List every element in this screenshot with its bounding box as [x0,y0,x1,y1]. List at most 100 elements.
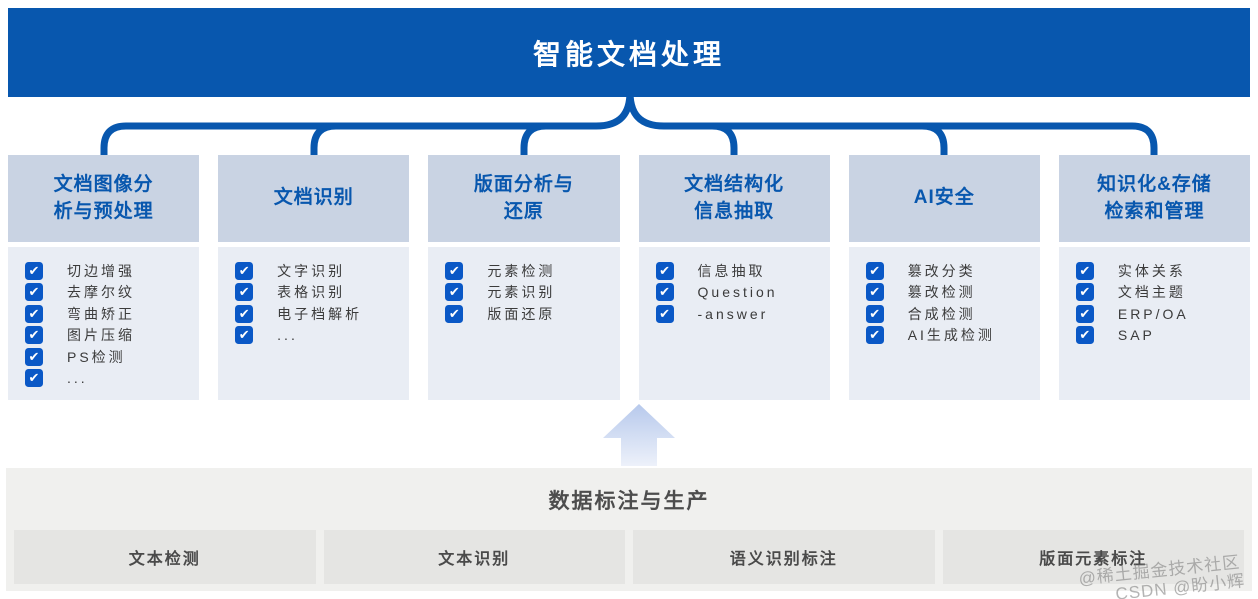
column-title: 文档识别 [218,155,410,242]
checkbox-icon: ✔ [865,326,884,345]
checkbox-icon: ✔ [1075,304,1094,323]
feature-item: ✔ -answer [655,303,824,325]
feature-item: ✔ 元素识别 [445,282,613,304]
column-title: 文档结构化 信息抽取 [638,155,830,242]
feature-label: 元素检测 [487,262,556,279]
feature-label: 元素识别 [487,284,556,301]
feature-label: 切边增强 [67,262,135,279]
feature-item: ✔ 信息抽取 [655,260,824,282]
feature-label: 表格识别 [277,284,346,301]
feature-label: Question [697,284,778,301]
feature-item: ✔ ERP/OA [1075,303,1244,325]
feature-label: PS检测 [67,348,126,365]
column-feature-list: ✔ 文字识别 ✔ 表格识别 ✔ 电子档解析 ✔ [218,247,410,400]
feature-label: ERP/OA [1117,305,1189,322]
feature-item: ✔ PS检测 [25,346,193,368]
feature-label: -answer [697,305,769,322]
checkbox-icon: ✔ [25,283,43,302]
feature-column-structured-extraction: 文档结构化 信息抽取 ✔ 信息抽取 ✔ Question ✔ - [638,155,830,400]
checkbox-icon: ✔ [235,326,254,345]
checkbox-icon: ✔ [1075,261,1094,280]
feature-label: SAP [1117,327,1155,344]
feature-column-knowledge-storage: 知识化&存储 检索和管理 ✔ 实体关系 ✔ 文档主题 ✔ ERP [1058,155,1251,400]
feature-item: ✔ SAP [1075,325,1244,347]
panel-item: 语义识别标注 [633,530,935,584]
feature-column-layout-analysis: 版面分析与 还原 ✔ 元素检测 ✔ 元素识别 ✔ 版面还原 [428,155,620,400]
checkbox-icon: ✔ [445,283,464,302]
checkbox-icon: ✔ [1075,283,1094,302]
feature-label: 弯曲矫正 [67,305,135,322]
column-title: 文档图像分 析与预处理 [8,155,200,242]
banner: 智能文档处理 [8,8,1250,97]
feature-item: ✔ 篡改检测 [865,282,1034,304]
checkbox-icon: ✔ [445,261,464,280]
feature-label: 图片压缩 [67,327,135,344]
connector-tree [100,92,1158,160]
feature-item: ✔ 弯曲矫正 [25,303,193,325]
checkbox-icon: ✔ [865,304,884,323]
checkbox-icon: ✔ [445,304,464,323]
feature-item: ✔ ... [25,368,193,390]
feature-label: 文档主题 [1117,284,1186,301]
feature-item: ✔ 合成检测 [865,303,1034,325]
checkbox-icon: ✔ [25,304,43,323]
banner-title: 智能文档处理 [532,38,725,70]
feature-label: 篡改检测 [907,284,976,301]
feature-item: ✔ 实体关系 [1075,260,1244,282]
checkbox-icon: ✔ [865,283,884,302]
feature-item: ✔ 版面还原 [445,303,613,325]
checkbox-icon: ✔ [235,304,254,323]
checkbox-icon: ✔ [25,347,43,366]
panel-item: 文本检测 [14,530,316,584]
feature-label: 文字识别 [277,262,346,279]
column-feature-list: ✔ 信息抽取 ✔ Question ✔ -answer [638,247,830,400]
feature-label: ... [277,327,298,344]
data-annotation-panel: 数据标注与生产 文本检测 文本识别 语义识别标注 版面元素标注 [6,468,1252,591]
feature-label: 实体关系 [1117,262,1186,279]
checkbox-icon: ✔ [1075,326,1094,345]
panel-title: 数据标注与生产 [548,490,710,513]
feature-item: ✔ 图片压缩 [25,325,193,347]
feature-item: ✔ 电子档解析 [235,303,403,325]
feature-label: AI生成检测 [907,327,995,344]
feature-item: ✔ 篡改分类 [865,260,1034,282]
column-feature-list: ✔ 切边增强 ✔ 去摩尔纹 ✔ 弯曲矫正 ✔ [8,247,200,400]
feature-label: 篡改分类 [907,262,976,279]
checkbox-icon: ✔ [235,283,254,302]
checkbox-icon: ✔ [655,283,674,302]
checkbox-icon: ✔ [25,326,43,345]
column-title: 知识化&存储 检索和管理 [1058,155,1251,242]
column-title: AI安全 [848,155,1040,242]
feature-column-document-recognition: 文档识别 ✔ 文字识别 ✔ 表格识别 ✔ 电子档解析 [218,155,410,400]
feature-item: ✔ 文字识别 [235,260,403,282]
column-title: 版面分析与 还原 [428,155,620,242]
feature-item: ✔ 元素检测 [445,260,613,282]
feature-label: 电子档解析 [277,305,363,322]
panel-item: 版面元素标注 [942,530,1244,584]
feature-item: ✔ Question [655,282,824,304]
column-feature-list: ✔ 篡改分类 ✔ 篡改检测 ✔ 合成检测 ✔ [848,247,1040,400]
panel-item: 文本识别 [323,530,625,584]
feature-item: ✔ 表格识别 [235,282,403,304]
up-arrow-icon [603,404,675,466]
feature-label: 去摩尔纹 [67,284,135,301]
feature-column-image-preprocess: 文档图像分 析与预处理 ✔ 切边增强 ✔ 去摩尔纹 ✔ 弯曲矫正 [8,155,200,400]
panel-items: 文本检测 文本识别 语义识别标注 版面元素标注 [14,530,1244,584]
checkbox-icon: ✔ [865,261,884,280]
feature-item: ✔ ... [235,325,403,347]
checkbox-icon: ✔ [25,369,43,388]
checkbox-icon: ✔ [655,261,674,280]
feature-item: ✔ 文档主题 [1075,282,1244,304]
feature-label: 信息抽取 [697,262,766,279]
feature-item: ✔ 去摩尔纹 [25,282,193,304]
checkbox-icon: ✔ [655,304,674,323]
feature-item: ✔ AI生成检测 [865,325,1034,347]
column-feature-list: ✔ 实体关系 ✔ 文档主题 ✔ ERP/OA ✔ [1058,247,1251,400]
checkbox-icon: ✔ [25,261,43,280]
feature-column-ai-security: AI安全 ✔ 篡改分类 ✔ 篡改检测 ✔ 合成检测 [848,155,1040,400]
checkbox-icon: ✔ [235,261,254,280]
feature-label: 合成检测 [907,305,976,322]
feature-columns: 文档图像分 析与预处理 ✔ 切边增强 ✔ 去摩尔纹 ✔ 弯曲矫正 [8,155,1251,400]
column-feature-list: ✔ 元素检测 ✔ 元素识别 ✔ 版面还原 [428,247,620,400]
